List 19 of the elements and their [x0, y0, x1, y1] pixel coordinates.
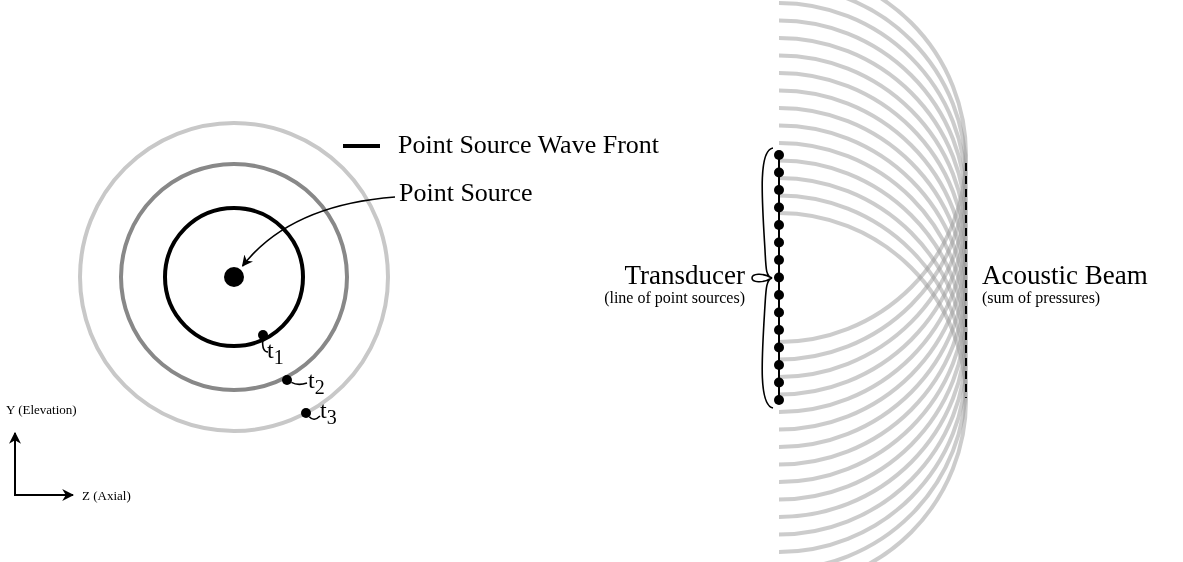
wave-front-point: [282, 375, 292, 385]
leader-line: [261, 339, 269, 353]
leader-arrow: [241, 196, 396, 267]
transducer-label: Transducer: [624, 262, 745, 289]
axis-label: Z (Axial): [82, 489, 131, 502]
point-source-dot: [224, 267, 244, 287]
leader-line: [290, 381, 308, 386]
beam-subtitle: (sum of pressures): [982, 290, 1101, 306]
point-source-label: Point Source: [399, 180, 533, 206]
time-label: t$_{1}$: [267, 338, 284, 367]
transducer-subtitle: (line of point sources): [604, 290, 745, 306]
time-label: t$_{3}$: [320, 398, 337, 427]
beam-label: Acoustic Beam: [982, 262, 1148, 289]
wave-front-point: [301, 408, 311, 418]
axis-label: Y (Elevation): [6, 403, 77, 416]
wave-front-point: [258, 330, 268, 340]
leader-line: [308, 415, 321, 420]
time-label: t$_{2}$: [308, 368, 325, 397]
legend-text: Point Source Wave Front: [398, 132, 659, 158]
